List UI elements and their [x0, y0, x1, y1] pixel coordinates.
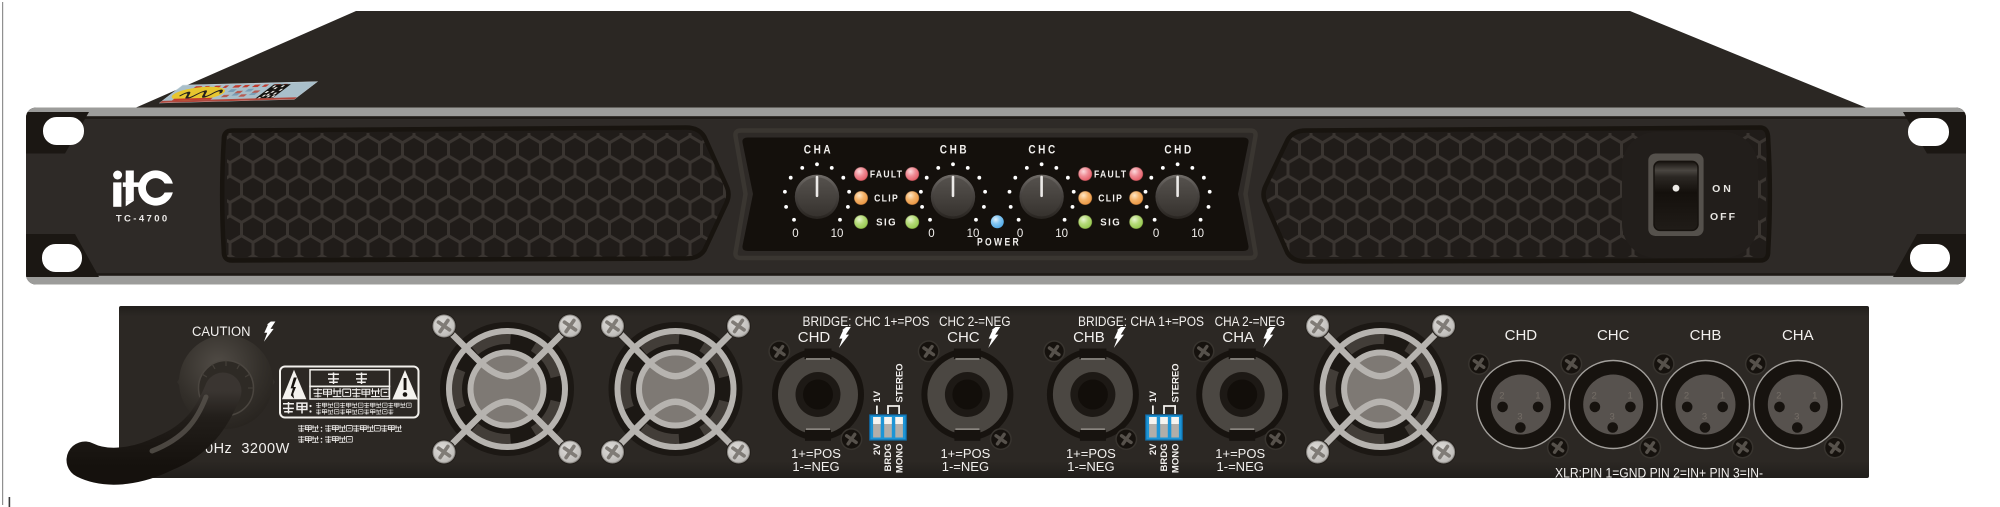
- svg-text:1-=NEG: 1-=NEG: [792, 459, 839, 474]
- svg-text:STEREO: STEREO: [1170, 363, 1181, 402]
- svg-text:2: 2: [1592, 391, 1597, 402]
- svg-text:2: 2: [1684, 391, 1689, 402]
- svg-text:CHA: CHA: [804, 145, 834, 157]
- svg-text:0: 0: [1017, 228, 1023, 240]
- svg-text:CHA: CHA: [1222, 329, 1254, 346]
- svg-text:1-=NEG: 1-=NEG: [1217, 459, 1264, 474]
- svg-text:CAUTION: CAUTION: [192, 324, 251, 339]
- svg-text:CHC 2-=NEG: CHC 2-=NEG: [939, 314, 1011, 329]
- svg-text:1+=POS: 1+=POS: [1066, 446, 1116, 461]
- svg-text:CLIP: CLIP: [1098, 194, 1123, 205]
- svg-text:1-=NEG: 1-=NEG: [1067, 459, 1114, 474]
- svg-text:BRIDGE: CHA 1+=POS: BRIDGE: CHA 1+=POS: [1078, 314, 1204, 329]
- svg-text:10: 10: [1191, 228, 1204, 240]
- svg-text:OFF: OFF: [1710, 211, 1736, 223]
- svg-text:2: 2: [1776, 391, 1781, 402]
- svg-text:1+=POS: 1+=POS: [1215, 446, 1265, 461]
- svg-text:TC-4700: TC-4700: [116, 214, 170, 225]
- svg-text:ON: ON: [1712, 183, 1731, 195]
- svg-text:0: 0: [1153, 228, 1159, 240]
- svg-text:10: 10: [831, 228, 844, 240]
- svg-text:3: 3: [1702, 412, 1707, 423]
- svg-text:1: 1: [1535, 391, 1540, 402]
- svg-text:POWER: POWER: [977, 237, 1021, 249]
- svg-text:CHA 2-=NEG: CHA 2-=NEG: [1215, 314, 1286, 329]
- svg-text:1+=POS: 1+=POS: [791, 446, 841, 461]
- svg-text:MONO: MONO: [894, 444, 905, 474]
- svg-text:CHB: CHB: [940, 145, 970, 157]
- svg-text:XLR:PIN 1=GND PIN 2=IN+ PIN 3=: XLR:PIN 1=GND PIN 2=IN+ PIN 3=IN-: [1555, 466, 1763, 481]
- svg-text:CLIP: CLIP: [874, 194, 899, 205]
- svg-text:CHC: CHC: [1597, 327, 1630, 344]
- svg-text:2V: 2V: [872, 443, 883, 455]
- svg-text:1+=POS: 1+=POS: [940, 446, 990, 461]
- svg-text:3: 3: [1517, 412, 1522, 423]
- svg-text:CHD: CHD: [798, 329, 831, 346]
- svg-text:CHD: CHD: [1164, 145, 1194, 157]
- svg-text:1: 1: [1720, 391, 1725, 402]
- svg-text:FAULT: FAULT: [1094, 170, 1128, 181]
- svg-text:10: 10: [1055, 228, 1068, 240]
- svg-text:FAULT: FAULT: [870, 170, 904, 181]
- svg-text:2: 2: [1499, 391, 1504, 402]
- svg-text:0: 0: [928, 228, 934, 240]
- svg-text:0: 0: [792, 228, 798, 240]
- svg-text:1: 1: [1812, 391, 1817, 402]
- svg-text:1: 1: [1628, 391, 1633, 402]
- svg-text:BRDG: BRDG: [1159, 444, 1170, 472]
- svg-text:1V: 1V: [872, 390, 883, 402]
- svg-text:3: 3: [1610, 412, 1615, 423]
- svg-text:1-=NEG: 1-=NEG: [942, 459, 989, 474]
- svg-text:BRDG: BRDG: [883, 444, 894, 472]
- svg-text:CHA: CHA: [1782, 327, 1814, 344]
- svg-text:CHC: CHC: [1028, 145, 1058, 157]
- svg-text:10: 10: [967, 228, 980, 240]
- svg-text:SIG: SIG: [876, 218, 897, 229]
- svg-text:MONO: MONO: [1170, 444, 1181, 474]
- svg-text:CHB: CHB: [1690, 327, 1722, 344]
- svg-text:1V: 1V: [1148, 390, 1159, 402]
- svg-text:CHC: CHC: [947, 329, 980, 346]
- svg-text:CHD: CHD: [1505, 327, 1538, 344]
- svg-text:STEREO: STEREO: [894, 363, 905, 402]
- svg-text:0Hz 3200W: 0Hz 3200W: [205, 441, 290, 457]
- svg-text:3: 3: [1794, 412, 1799, 423]
- svg-text:2V: 2V: [1148, 443, 1159, 455]
- svg-text:BRIDGE: CHC 1+=POS: BRIDGE: CHC 1+=POS: [803, 314, 930, 329]
- svg-text:CHB: CHB: [1073, 329, 1105, 346]
- svg-text:SIG: SIG: [1100, 218, 1121, 229]
